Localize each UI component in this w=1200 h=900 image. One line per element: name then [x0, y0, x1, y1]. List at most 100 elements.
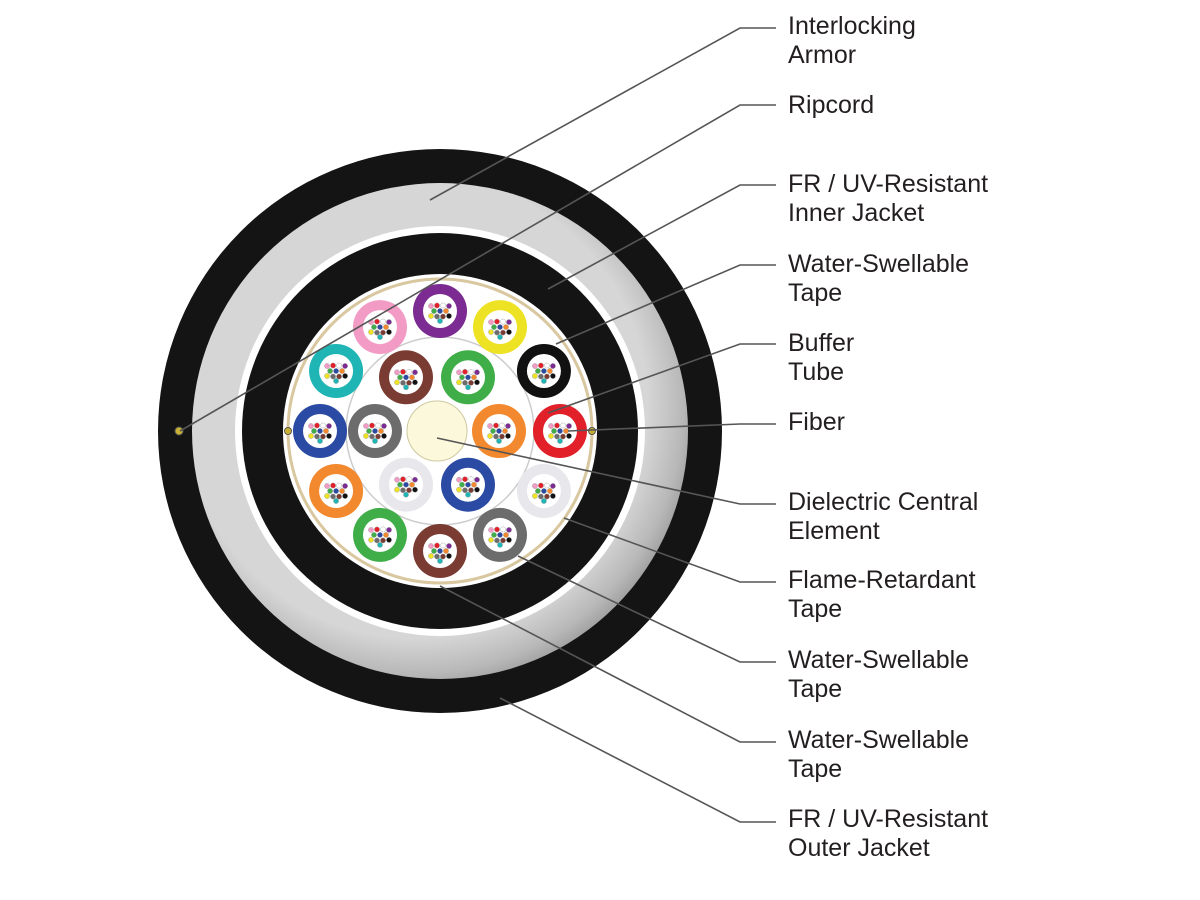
fiber — [500, 526, 506, 533]
fiber — [394, 379, 400, 386]
ripcord-core-right — [588, 427, 596, 435]
fiber — [374, 537, 380, 544]
fiber — [459, 374, 465, 381]
fiber — [368, 329, 374, 335]
fiber — [342, 483, 348, 489]
fiber — [456, 486, 462, 493]
fiber — [386, 527, 392, 533]
fiber — [550, 483, 556, 489]
fiber — [400, 380, 406, 386]
fiber — [496, 428, 502, 434]
fiber — [330, 493, 336, 500]
leader-line-inner-jacket — [547, 184, 776, 290]
fiber — [377, 324, 383, 330]
fiber — [456, 369, 462, 376]
fiber — [494, 318, 500, 325]
fiber — [311, 428, 317, 434]
fiber — [487, 433, 493, 439]
fiber — [380, 537, 386, 544]
label-fiber: Fiber — [788, 408, 845, 436]
fiber — [409, 374, 415, 381]
fiber — [400, 369, 406, 375]
fiber — [363, 423, 369, 429]
fiber — [394, 476, 400, 483]
fiber — [474, 486, 480, 493]
fiber — [330, 373, 336, 380]
fiber — [412, 476, 418, 483]
fiber — [557, 428, 563, 434]
fiber — [368, 537, 374, 543]
fiber — [333, 368, 339, 374]
fiber — [505, 423, 511, 429]
fiber — [503, 532, 509, 538]
fiber — [372, 428, 378, 434]
fiber — [333, 488, 339, 494]
fiber — [327, 488, 333, 494]
fiber — [314, 433, 320, 440]
fiber — [497, 324, 503, 330]
fiber — [406, 476, 412, 482]
buffer-tube-inner-brown — [379, 350, 433, 405]
fiber — [381, 423, 387, 429]
buffer-tube-outer-orange — [309, 464, 364, 518]
fiber — [465, 481, 471, 488]
fiber — [541, 488, 547, 494]
fiber — [323, 428, 329, 434]
fiber — [538, 362, 544, 369]
fiber — [462, 476, 468, 482]
fiber — [380, 526, 386, 533]
fiber — [499, 422, 505, 429]
buffer-tube-outer-aqua — [309, 344, 364, 398]
fiber — [400, 476, 406, 482]
fiber — [403, 374, 409, 381]
buffer-tube-outer-green — [353, 507, 407, 562]
fiber — [368, 527, 374, 533]
fiber — [554, 433, 560, 440]
fiber — [412, 486, 418, 493]
fiber — [406, 380, 412, 386]
fiber — [566, 423, 572, 429]
fiber — [324, 483, 330, 489]
fiber — [502, 428, 508, 434]
fiber — [371, 324, 377, 330]
fiber — [446, 313, 452, 319]
fiber — [406, 369, 412, 375]
fiber — [377, 542, 383, 548]
fiber — [506, 527, 512, 533]
fiber — [336, 482, 342, 489]
fiber — [327, 368, 333, 374]
fiber — [431, 548, 437, 554]
fiber — [440, 302, 446, 309]
fiber — [440, 542, 446, 549]
fiber — [406, 487, 412, 493]
buffer-tube-outer-pink — [353, 300, 407, 355]
fiber — [394, 369, 400, 376]
fiber — [369, 422, 375, 429]
fiber — [474, 476, 480, 483]
fiber — [468, 487, 474, 493]
fiber — [471, 481, 477, 488]
fiber — [471, 374, 477, 381]
fiber — [434, 313, 440, 320]
fiber — [500, 318, 506, 325]
fiber — [468, 476, 474, 482]
fiber — [440, 313, 446, 320]
fiber — [403, 481, 409, 488]
fiber — [369, 433, 375, 440]
fiber — [336, 373, 342, 380]
leader-line-outer-jacket — [499, 697, 776, 823]
fiber — [377, 532, 383, 538]
fiber — [380, 318, 386, 325]
fiber — [465, 374, 471, 381]
fiber — [538, 482, 544, 489]
fiber — [324, 493, 330, 499]
buffer-tube-outer-white — [516, 464, 571, 518]
fiber — [560, 433, 566, 440]
fiber — [491, 324, 497, 330]
fiber — [532, 483, 538, 489]
fiber — [532, 373, 538, 379]
